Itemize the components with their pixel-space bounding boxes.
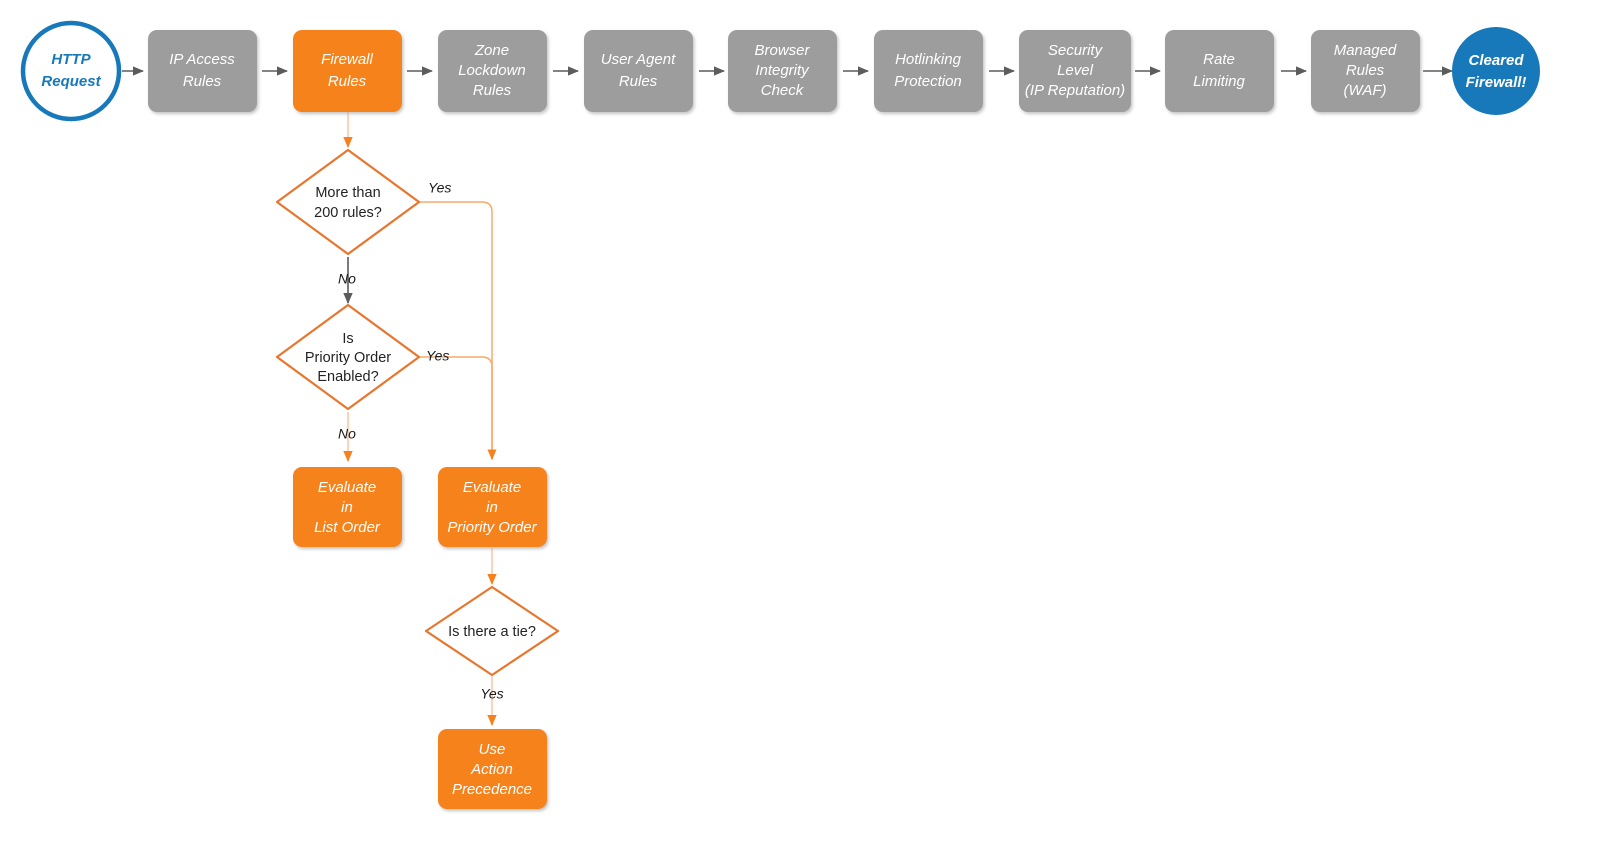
edge-label-decision2-no: No xyxy=(338,426,356,442)
security-level-box[interactable] xyxy=(1019,30,1131,112)
user-agent-rules-label-line1: User Agent xyxy=(601,51,676,68)
rate-limiting-label-line1: Rate xyxy=(1203,51,1235,68)
browser-integrity-check-label-line3: Check xyxy=(761,82,805,99)
connector-decision2-yes xyxy=(418,356,497,461)
http-request-label-line1: HTTP xyxy=(51,51,91,68)
more-than-200-rules-label-line1: More than xyxy=(315,185,380,201)
node-decision-is-there-a-tie[interactable]: Is there a tie? xyxy=(424,585,560,677)
evaluate-in-priority-order-box[interactable] xyxy=(438,467,547,547)
zone-lockdown-rules-box[interactable] xyxy=(438,30,547,112)
security-level-label-line2: Level xyxy=(1057,62,1094,79)
security-level-label-line1: Security xyxy=(1048,42,1104,59)
node-firewall-rules[interactable]: Firewall Rules xyxy=(293,30,402,112)
evaluate-in-list-order-label-line1: Evaluate xyxy=(318,479,376,496)
node-user-agent-rules[interactable]: User Agent Rules xyxy=(584,30,693,112)
evaluate-in-list-order-box[interactable] xyxy=(293,467,402,547)
managed-rules-waf-box[interactable] xyxy=(1311,30,1420,112)
managed-rules-waf-label-line3: (WAF) xyxy=(1343,82,1386,99)
node-decision-more-than-200-rules[interactable]: More than 200 rules? xyxy=(275,148,421,256)
zone-lockdown-rules-label-line2: Lockdown xyxy=(458,62,526,79)
node-managed-rules-waf[interactable]: Managed Rules (WAF) xyxy=(1311,30,1420,112)
is-there-a-tie-diamond[interactable] xyxy=(424,585,560,677)
managed-rules-waf-label-line2: Rules xyxy=(1346,62,1385,79)
is-priority-order-enabled-label-line3: Enabled? xyxy=(317,369,378,385)
firewall-rules-box[interactable] xyxy=(293,30,402,112)
browser-integrity-check-label-line1: Browser xyxy=(754,42,810,59)
rate-limiting-box[interactable] xyxy=(1165,30,1274,112)
cleared-firewall-circle[interactable] xyxy=(1452,27,1540,115)
node-browser-integrity-check[interactable]: Browser Integrity Check xyxy=(728,30,837,112)
node-cleared-firewall[interactable]: Cleared Firewall! xyxy=(1452,27,1540,115)
cleared-firewall-label-line1: Cleared xyxy=(1468,52,1524,69)
ip-access-rules-label-line2: Rules xyxy=(183,73,222,90)
is-priority-order-enabled-diamond[interactable] xyxy=(275,303,421,411)
evaluate-in-priority-order-label-line3: Priority Order xyxy=(447,519,537,536)
is-priority-order-enabled-label-line1: Is xyxy=(342,331,353,347)
evaluate-in-list-order-label-line2: in xyxy=(341,499,353,516)
node-evaluate-in-list-order[interactable]: Evaluate in List Order xyxy=(293,467,402,547)
hotlinking-protection-label-line2: Protection xyxy=(894,73,962,90)
http-request-label-line2: Request xyxy=(41,73,101,90)
zone-lockdown-rules-label-line3: Rules xyxy=(473,82,512,99)
user-agent-rules-box[interactable] xyxy=(584,30,693,112)
edge-label-decision1-no: No xyxy=(338,271,356,287)
cleared-firewall-label-line2: Firewall! xyxy=(1466,74,1527,91)
node-hotlinking-protection[interactable]: Hotlinking Protection xyxy=(874,30,983,112)
node-use-action-precedence[interactable]: Use Action Precedence xyxy=(438,729,547,809)
evaluate-in-priority-order-label-line1: Evaluate xyxy=(463,479,521,496)
rate-limiting-label-line2: Limiting xyxy=(1193,73,1245,90)
evaluate-in-priority-order-label-line2: in xyxy=(486,499,498,516)
user-agent-rules-label-line2: Rules xyxy=(619,73,658,90)
use-action-precedence-label-line1: Use xyxy=(479,741,506,758)
node-security-level[interactable]: Security Level (IP Reputation) xyxy=(1019,30,1131,112)
hotlinking-protection-box[interactable] xyxy=(874,30,983,112)
firewall-rules-label-line2: Rules xyxy=(328,73,367,90)
use-action-precedence-label-line3: Precedence xyxy=(452,781,532,798)
browser-integrity-check-label-line2: Integrity xyxy=(755,62,810,79)
node-ip-access-rules[interactable]: IP Access Rules xyxy=(148,30,257,112)
branch-connectors xyxy=(343,110,497,727)
use-action-precedence-box[interactable] xyxy=(438,729,547,809)
ip-access-rules-label-line1: IP Access xyxy=(169,51,235,68)
more-than-200-rules-diamond[interactable] xyxy=(275,148,421,256)
hotlinking-protection-label-line1: Hotlinking xyxy=(895,51,962,68)
evaluate-in-list-order-label-line3: List Order xyxy=(314,519,381,536)
node-http-request[interactable]: HTTP Request xyxy=(20,20,122,122)
security-level-label-line3: (IP Reputation) xyxy=(1025,82,1125,99)
ip-access-rules-box[interactable] xyxy=(148,30,257,112)
is-there-a-tie-label: Is there a tie? xyxy=(448,624,536,640)
edge-label-decision3-yes: Yes xyxy=(480,686,503,702)
firewall-rules-label-line1: Firewall xyxy=(321,51,373,68)
use-action-precedence-label-line2: Action xyxy=(470,761,513,778)
zone-lockdown-rules-label-line1: Zone xyxy=(474,42,509,59)
node-rate-limiting[interactable]: Rate Limiting xyxy=(1165,30,1274,112)
is-priority-order-enabled-label-line2: Priority Order xyxy=(305,350,391,366)
more-than-200-rules-label-line2: 200 rules? xyxy=(314,205,382,221)
node-decision-is-priority-order-enabled[interactable]: Is Priority Order Enabled? xyxy=(275,303,421,411)
node-evaluate-in-priority-order[interactable]: Evaluate in Priority Order xyxy=(438,467,547,547)
connector-decision1-yes xyxy=(418,201,497,461)
node-zone-lockdown-rules[interactable]: Zone Lockdown Rules xyxy=(438,30,547,112)
http-request-circle[interactable] xyxy=(20,20,122,122)
edge-label-decision2-yes: Yes xyxy=(426,348,449,364)
browser-integrity-check-box[interactable] xyxy=(728,30,837,112)
edge-label-decision1-yes: Yes xyxy=(428,180,451,196)
managed-rules-waf-label-line1: Managed xyxy=(1334,42,1397,59)
